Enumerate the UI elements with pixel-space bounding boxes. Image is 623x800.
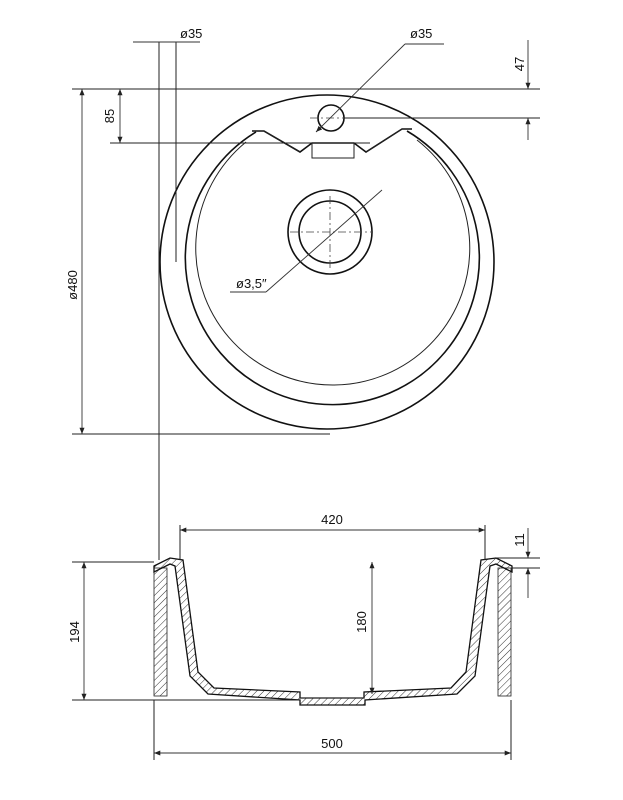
dim-194-label: 194	[67, 621, 82, 643]
bowl-inner-edge	[184, 130, 481, 406]
countertop-right	[497, 567, 512, 697]
dim-drain-label: ø3,5″	[236, 276, 267, 291]
deck-ledge	[252, 128, 412, 153]
top-view: ø35 ø35 47 85 ø480 ø3,5″	[65, 26, 540, 560]
dim-500-label: 500	[321, 736, 343, 751]
dim-drain-leader	[265, 189, 383, 293]
dim-overflow-label: ø35	[410, 26, 432, 41]
countertop-left	[153, 567, 168, 697]
dim-420-label: 420	[321, 512, 343, 527]
dim-180-label: 180	[354, 611, 369, 633]
section-view: 420 11 194 180 500	[67, 512, 540, 760]
bowl-inner-edge-2	[195, 139, 471, 386]
dim-tap-hole-label: ø35	[180, 26, 202, 41]
overflow-slot	[311, 143, 355, 159]
dim-85-label: 85	[102, 109, 117, 123]
dim-480-label: ø480	[65, 270, 80, 300]
dim-overflow-leader	[315, 43, 406, 133]
ledge-line	[263, 128, 403, 153]
sink-wall-section	[153, 557, 513, 706]
dim-47-label: 47	[512, 57, 527, 71]
sink-outer-rim	[159, 94, 495, 430]
dim-11-label: 11	[512, 533, 527, 547]
